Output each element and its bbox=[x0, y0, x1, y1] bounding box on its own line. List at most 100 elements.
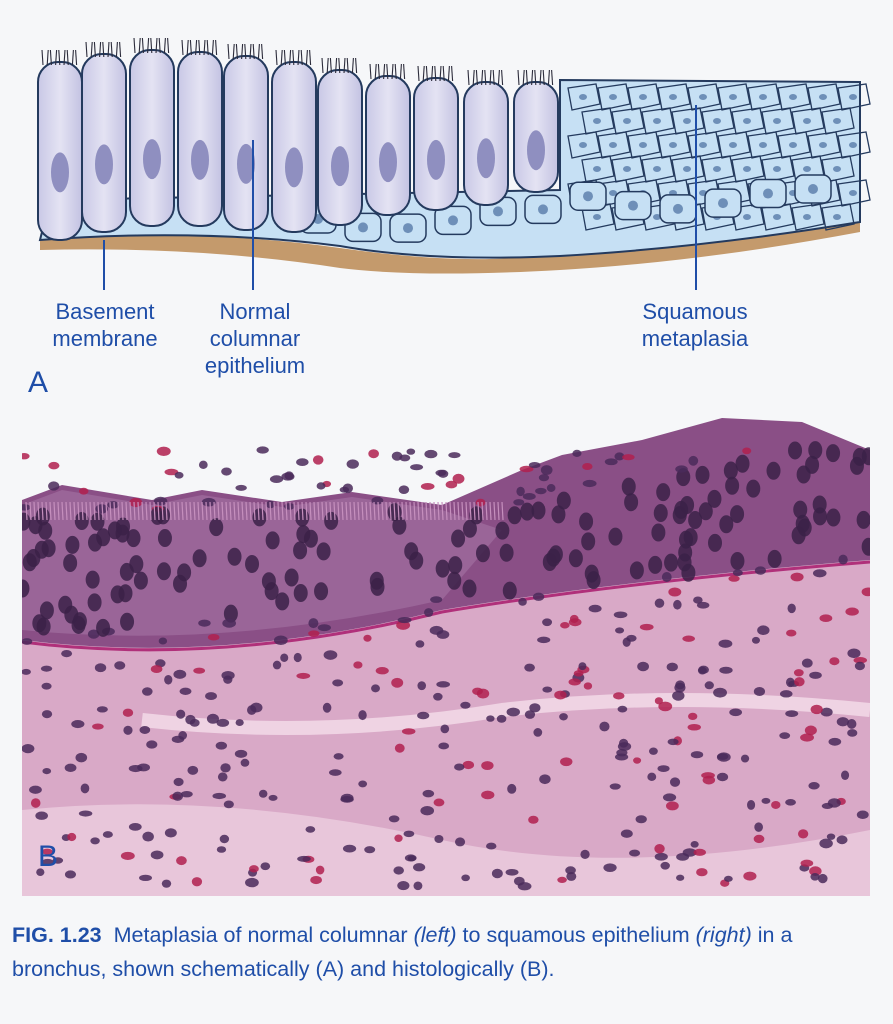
nucleus bbox=[654, 697, 663, 705]
squamous-cell-outline bbox=[821, 203, 855, 231]
squamous-nucleus bbox=[803, 118, 811, 124]
nucleus bbox=[156, 446, 171, 457]
nucleus bbox=[339, 486, 350, 493]
nucleus bbox=[582, 462, 593, 471]
cilium bbox=[89, 501, 92, 521]
nucleus bbox=[273, 635, 288, 646]
squamous-nucleus bbox=[849, 190, 857, 196]
cilium bbox=[273, 501, 276, 521]
nucleus bbox=[846, 719, 857, 729]
nucleus bbox=[220, 763, 231, 773]
squamous-cell-outline bbox=[687, 131, 721, 159]
nucleus bbox=[420, 482, 435, 490]
nucleus bbox=[788, 441, 803, 460]
nucleus bbox=[398, 485, 410, 495]
nucleus bbox=[513, 876, 525, 886]
nucleus bbox=[36, 617, 51, 636]
squamous-nucleus bbox=[833, 214, 841, 220]
nucleus bbox=[429, 625, 444, 635]
nucleus bbox=[785, 799, 796, 806]
nucleus bbox=[829, 657, 840, 666]
nucleus bbox=[312, 455, 324, 465]
nucleus bbox=[580, 849, 590, 859]
nucleus bbox=[604, 458, 618, 466]
nucleus bbox=[245, 554, 260, 573]
nucleus bbox=[212, 792, 227, 800]
nucleus bbox=[96, 528, 111, 547]
nucleus bbox=[223, 604, 238, 623]
cilium bbox=[457, 501, 460, 521]
nucleus bbox=[315, 865, 325, 875]
nucleus bbox=[22, 512, 31, 531]
nucleus bbox=[328, 769, 342, 776]
squamous-cell-outline bbox=[627, 83, 661, 111]
nucleus bbox=[340, 795, 354, 803]
nucleus bbox=[35, 811, 48, 820]
caption-text: Metaplasia of normal columnar bbox=[113, 923, 408, 947]
squamous-cell-outline bbox=[657, 83, 691, 111]
nucleus bbox=[41, 539, 56, 558]
nucleus bbox=[801, 658, 813, 668]
squamous-nucleus bbox=[579, 94, 587, 100]
columnar-cell bbox=[129, 37, 175, 227]
nucleus bbox=[317, 624, 331, 632]
nucleus bbox=[42, 767, 52, 775]
cilium bbox=[97, 501, 100, 521]
nucleus bbox=[657, 765, 670, 772]
nucleus bbox=[296, 458, 309, 467]
nucleus bbox=[629, 849, 641, 857]
cilium bbox=[281, 501, 284, 521]
nucleus bbox=[540, 465, 553, 476]
nucleus bbox=[718, 639, 733, 648]
cilium bbox=[349, 501, 352, 521]
nucleus bbox=[633, 757, 642, 764]
nucleus bbox=[454, 837, 466, 847]
squamous-cell-outline bbox=[597, 131, 631, 159]
nucleus bbox=[617, 705, 628, 713]
nucleus bbox=[434, 834, 444, 843]
nucleus bbox=[725, 476, 740, 495]
squamous-cell-outline bbox=[671, 107, 705, 135]
label-line: metaplasia bbox=[641, 326, 749, 351]
nucleus bbox=[469, 506, 484, 525]
nucleus bbox=[537, 636, 551, 644]
nucleus bbox=[637, 661, 649, 672]
nucleus bbox=[572, 449, 582, 457]
nucleus bbox=[221, 670, 235, 680]
nucleus bbox=[664, 553, 679, 572]
nucleus bbox=[22, 638, 33, 645]
nucleus bbox=[717, 753, 729, 760]
nucleus bbox=[730, 551, 745, 570]
squamous-nucleus bbox=[683, 118, 691, 124]
nucleus bbox=[690, 841, 699, 848]
cilium bbox=[165, 501, 168, 521]
nucleus bbox=[67, 832, 77, 842]
nucleus bbox=[771, 800, 781, 809]
panel-b-letter: B bbox=[38, 840, 59, 873]
nucleus bbox=[364, 846, 376, 854]
squamous-nucleus bbox=[713, 118, 721, 124]
squamous-nucleus bbox=[743, 166, 751, 172]
cilium bbox=[149, 501, 152, 521]
nucleus bbox=[513, 499, 525, 506]
nucleus bbox=[417, 711, 430, 720]
columnar-cell bbox=[413, 65, 459, 211]
cilium bbox=[117, 501, 120, 521]
nucleus bbox=[275, 592, 290, 611]
nucleus bbox=[613, 692, 625, 700]
nucleus bbox=[836, 717, 850, 727]
nucleus bbox=[704, 681, 714, 690]
nucleus bbox=[258, 789, 268, 798]
cilium bbox=[289, 501, 292, 521]
cilium bbox=[185, 501, 188, 521]
nucleus bbox=[856, 810, 869, 820]
cilium bbox=[109, 501, 112, 521]
nucleus bbox=[461, 874, 470, 882]
nucleus bbox=[201, 497, 216, 507]
cilium bbox=[293, 501, 296, 521]
nucleus bbox=[603, 863, 617, 873]
nucleus bbox=[268, 794, 278, 801]
nucleus bbox=[713, 687, 727, 698]
nucleus bbox=[445, 480, 458, 489]
nucleus bbox=[688, 455, 699, 466]
